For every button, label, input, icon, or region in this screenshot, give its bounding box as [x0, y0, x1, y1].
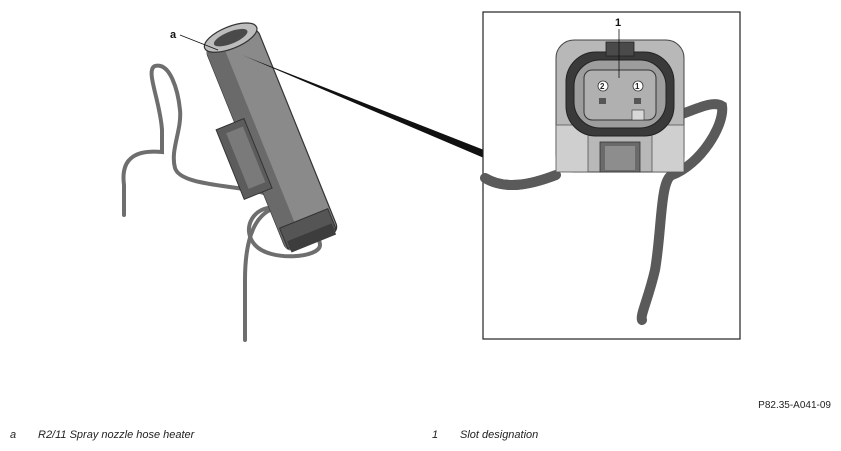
legend-text: Slot designation — [460, 429, 539, 441]
legend-item: a R2/11 Spray nozzle hose heater — [10, 429, 194, 441]
callout-a-leader — [179, 34, 219, 51]
callout-a: a — [170, 29, 177, 41]
legend-key: a — [10, 429, 17, 441]
legend-item: 1 Slot designation — [432, 429, 538, 441]
detail-connector-view: 2 1 — [480, 39, 728, 325]
legend-key: 1 — [432, 429, 439, 441]
magnification-line — [242, 55, 484, 158]
figure-reference-code: P82.35-A041-09 — [758, 400, 831, 411]
pin-label-1: 1 — [635, 82, 640, 91]
legend-text: R2/11 Spray nozzle hose heater — [38, 429, 195, 441]
callout-1: 1 — [615, 17, 621, 29]
pin-label-2: 2 — [600, 82, 605, 91]
heater-connector — [203, 22, 338, 253]
